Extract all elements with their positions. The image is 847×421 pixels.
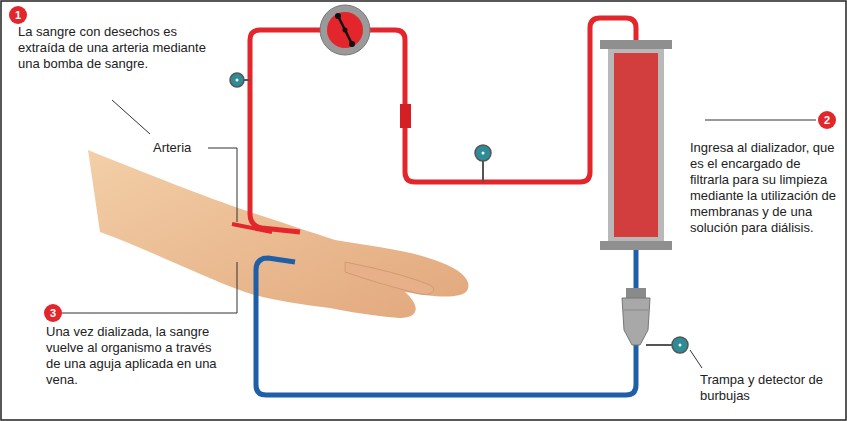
callout-number: 1 <box>9 6 27 24</box>
callout-number-text: 2 <box>824 115 830 126</box>
blood-pump <box>320 5 370 55</box>
step-text: Ingresa al dializador, que es el encarga… <box>690 140 840 236</box>
finger <box>345 262 434 294</box>
bubble-detector <box>672 337 688 353</box>
pressure-gauge <box>475 145 491 161</box>
dialyzer <box>600 40 672 250</box>
bubble-trap <box>622 288 650 345</box>
callout-number-text: 1 <box>15 10 21 21</box>
arterial-line <box>250 18 636 232</box>
callout-number: 2 <box>818 111 836 129</box>
clamp <box>400 104 411 128</box>
arm <box>88 150 468 318</box>
callout-number: 3 <box>44 304 62 322</box>
pressure-gauge <box>230 73 244 87</box>
callout-number-text: 3 <box>50 308 56 319</box>
step-text: Una vez dializada, la sangre vuelve al o… <box>46 324 224 388</box>
step-text: La sangre con desechos es extraída de un… <box>18 24 210 72</box>
part-label: Arteria <box>153 140 213 156</box>
arterial-needle <box>232 224 272 232</box>
part-label: Trampa y detector de burbujas <box>700 372 836 404</box>
venous-line <box>256 250 636 395</box>
